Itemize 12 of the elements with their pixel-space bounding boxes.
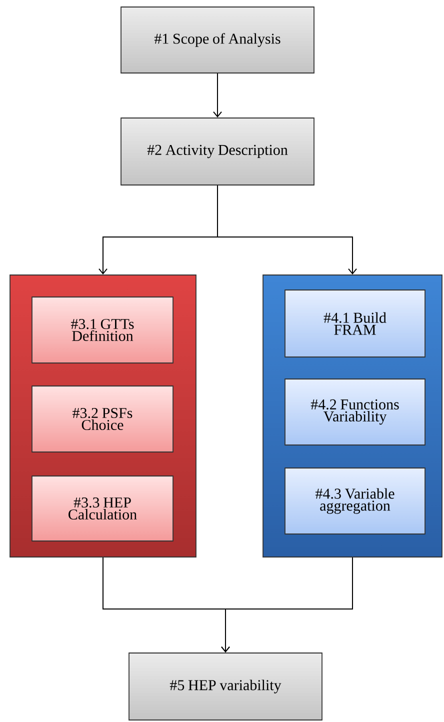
process-box: #3.2 PSFs Choice [32,386,174,452]
process-box: #3.1 GTTs Definition [32,296,174,364]
arrow [213,72,222,118]
arrow [221,556,353,653]
arrow [217,184,357,275]
process-box: #4.3 Variable aggregation [284,468,426,534]
process-box: #4.1 Build FRAM [284,290,426,358]
process-box: #3.3 HEP Calculation [32,476,174,542]
process-box: #1 Scope of Analysis [120,6,314,74]
process-box: #2 Activity Description [120,118,314,186]
process-box: #4.2 Functions Variability [284,378,426,446]
process-box: #5 HEP variability [128,652,322,720]
